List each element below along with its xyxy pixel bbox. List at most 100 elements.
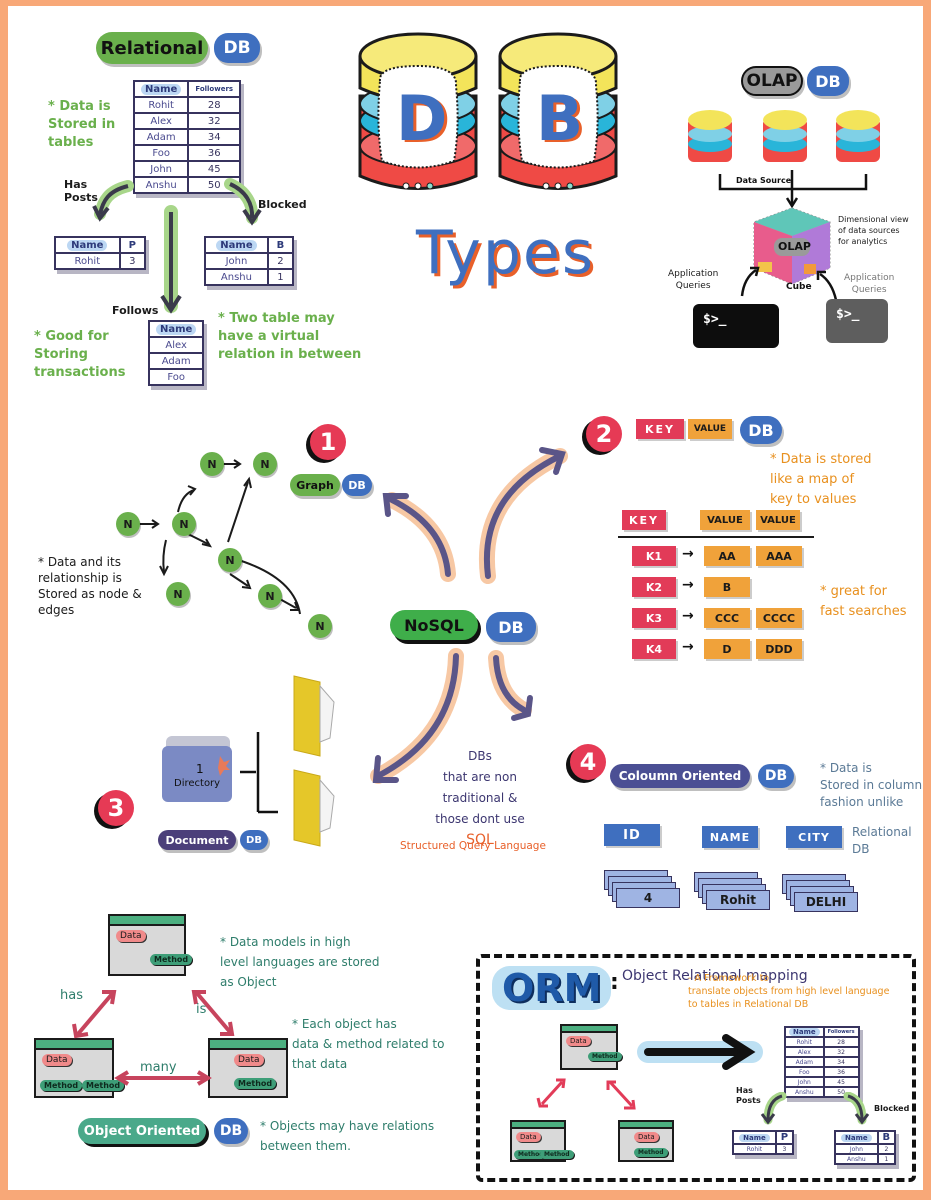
graph-node: N: [200, 452, 224, 476]
table-cell: 34: [822, 1056, 860, 1068]
table-header-cell: Name: [732, 1130, 777, 1145]
object-box-right: Data Method: [208, 1038, 288, 1098]
db-title-cylinders: [358, 32, 618, 190]
table-cell: 36: [187, 144, 242, 162]
olap-source-db-icon-3: [836, 110, 880, 162]
table-header-cell: Name: [54, 236, 121, 254]
relational-note-stored: * Data is Stored in tables: [48, 99, 116, 150]
kv-schema-value: VALUE: [756, 510, 800, 530]
table-cell: 28: [187, 96, 242, 114]
nosql-desc-line: that are non: [443, 770, 517, 784]
table-header-cell: B: [266, 236, 295, 254]
relational-arrows: [92, 178, 262, 314]
arrow-is: [194, 990, 232, 1034]
directory-label: Directory: [174, 778, 221, 789]
kv-row-key: K4: [632, 639, 676, 659]
olap-db-badge: DB: [807, 66, 849, 96]
table-row: Adam: [147, 352, 205, 370]
table-cell: 32: [822, 1046, 860, 1058]
kv-schema-value: VALUE: [700, 510, 750, 530]
arrow-has: [76, 992, 114, 1036]
orm-description: - A Framework to translate objects from …: [688, 973, 890, 1010]
column-header-city: CITY: [786, 826, 842, 848]
orm-colon: :: [610, 970, 619, 995]
table-cell: Adam: [147, 352, 205, 370]
arrow-to-keyvalue: [484, 453, 563, 579]
nosql-description: DBs that are non traditional & those don…: [420, 746, 540, 851]
relation-many-label: many: [140, 1060, 177, 1075]
section-number-1: 1: [310, 424, 346, 460]
column-header-id: ID: [604, 824, 660, 846]
column-db-badge: DB: [758, 764, 794, 788]
table-cell: 34: [187, 128, 242, 146]
arrow-to-document: [375, 653, 459, 779]
table-cell: 32: [187, 112, 242, 130]
olap-cube-icon: [753, 207, 831, 285]
graph-db-badge: DB: [342, 474, 372, 496]
data-chip: Data: [42, 1054, 72, 1066]
column-note-relational: Relational DB: [852, 825, 912, 856]
olap-source-db-icon-1: [688, 110, 732, 162]
table-cell: 1: [266, 268, 295, 286]
olap-app-queries-left: Application Queries: [668, 269, 719, 291]
data-chip: Data: [566, 1036, 591, 1046]
object-box-top: Data Method: [108, 914, 193, 976]
relational-label: Relational: [96, 32, 208, 64]
method-chip: Method: [588, 1052, 622, 1061]
orm-arrows: [536, 1034, 763, 1110]
title-word-types: Types: [416, 218, 596, 288]
cylinder-d-icon: [358, 32, 478, 190]
terminal-left: $>_: [693, 304, 779, 348]
graph-edges: [136, 459, 301, 615]
graph-node: N: [166, 582, 190, 606]
document-diagram: [162, 732, 278, 814]
column-header-name: NAME: [702, 826, 758, 848]
arrow-right-icon: →: [682, 639, 694, 655]
olap-data-source-label: Data Source: [736, 176, 792, 185]
method-chip: Method: [514, 1150, 548, 1159]
table-cell: Rohit: [784, 1036, 825, 1048]
table-cell: Anshu: [204, 268, 269, 286]
kv-value-label: VALUE: [688, 419, 732, 439]
kv-row-value: DDD: [756, 639, 802, 659]
table-header-cell: Followers: [187, 80, 242, 98]
table-cell: 3: [774, 1143, 795, 1155]
olap-source-db-icon-2: [763, 110, 807, 162]
olap-note: Dimensional view of data sources for ana…: [838, 215, 909, 246]
kv-note-map: * Data is stored like a map of key to va…: [770, 452, 872, 507]
table-cell: 1: [876, 1153, 897, 1165]
olap-label: OLAP: [741, 66, 803, 96]
nosql-label: NoSQL: [390, 610, 478, 640]
table-cell: Adam: [132, 128, 190, 146]
object-box-left: Data Method Method: [34, 1038, 125, 1098]
table-header-cell: Name: [147, 320, 205, 338]
kv-row-value: D: [704, 639, 750, 659]
nosql-desc-line: DBs: [468, 749, 492, 763]
kv-note-fast: * great for fast searches: [820, 584, 907, 619]
relation-has-label: has: [60, 988, 83, 1003]
table-cell: 3: [118, 252, 147, 270]
table-cell: John: [132, 160, 190, 178]
graph-node: N: [218, 548, 242, 572]
kv-row-value: CCCC: [756, 608, 802, 628]
column-value: Rohit: [706, 890, 770, 910]
table-cell: Alex: [132, 112, 190, 130]
orm-object-box-right: Data Method: [618, 1120, 674, 1162]
table-cell: Adam: [784, 1056, 825, 1068]
document-folder-icon: [293, 675, 335, 757]
infographic-canvas: Relational DB * Data is Stored in tables…: [8, 6, 923, 1190]
column-note: * Data is Stored in column fashion unlik…: [820, 761, 923, 809]
olap-cube-caption: Cube: [786, 282, 812, 292]
